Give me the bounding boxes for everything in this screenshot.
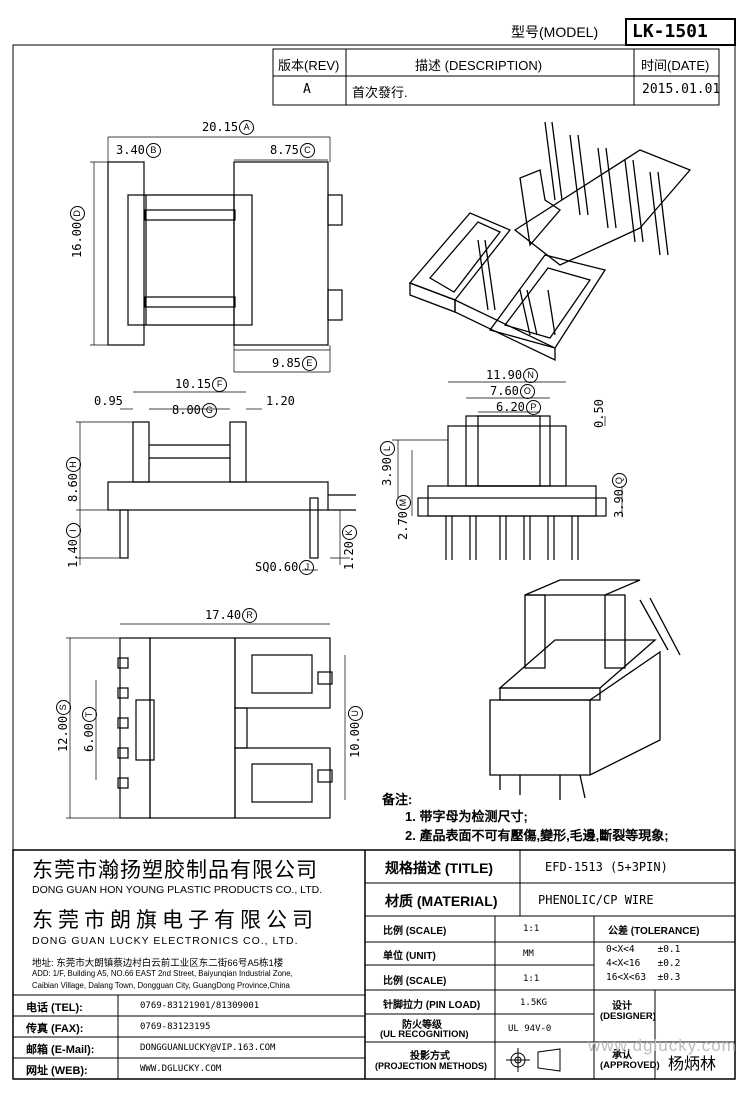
model-label: 型号(MODEL): [511, 24, 599, 40]
dim-label: 16.00D: [70, 205, 85, 258]
revision-table-frame: [272, 48, 720, 106]
material-label: 材质 (MATERIAL): [385, 893, 498, 909]
dim-label: 12.00S: [56, 699, 71, 752]
contact-value-fax: 0769-83123195: [140, 1022, 211, 1032]
rev-header: 版本(REV): [278, 58, 340, 73]
unit-value: MM: [523, 949, 534, 959]
address-cn: 地址: 东莞市大朗镇蔡边村白云前工业区东二街66号A5栋1楼: [32, 958, 284, 969]
dim-label: 0.95: [94, 394, 123, 408]
dim-label: 0.50: [592, 399, 606, 428]
contact-value-tel: 0769-83121901/81309001: [140, 1001, 260, 1011]
dim-label: 3.90L: [380, 441, 395, 486]
contact-label-tel: 电话 (TEL):: [26, 1002, 83, 1014]
scale-value: 1:1: [523, 974, 540, 984]
side-view: [107, 421, 356, 559]
contact-label-fax: 传真 (FAX):: [26, 1023, 84, 1035]
title-value: EFD-1513 (5+3PIN): [545, 860, 668, 874]
approved-label: 承认: [612, 1050, 632, 1061]
contact-value-web: WWW.DGLUCKY.COM: [140, 1064, 222, 1074]
tolerance-row: 4<X<16 ±0.2: [606, 958, 681, 969]
isometric-view-top: [408, 121, 692, 362]
scale-label: 比例 (SCALE): [383, 976, 447, 987]
front-view: [417, 415, 607, 560]
model-box: [625, 18, 736, 46]
contact-value-email: DONGGUANLUCKY@VIP.163.COM: [140, 1043, 276, 1053]
scale-value: 1:1: [523, 924, 540, 934]
bottom-view: [117, 637, 333, 819]
tolerance-row: 0<X<4 ±0.1: [606, 944, 681, 955]
dim-label: 6.00T: [82, 707, 97, 752]
watermark: www.dglucky.com: [588, 1036, 737, 1055]
model-number: LK-1501: [632, 21, 708, 42]
approved-label-en: (APPROVED): [600, 1060, 660, 1071]
material-value: PHENOLIC/CP WIRE: [538, 893, 654, 907]
dim-label: 2.70M: [396, 495, 411, 540]
tolerance-label: 公差 (TOLERANCE): [608, 926, 700, 937]
note-item: 1. 带字母为检测尺寸;: [405, 809, 528, 824]
address-en-1: ADD: 1/F, Building A5, NO.66 EAST 2nd St…: [32, 969, 293, 978]
dim-label: 3.90Q: [612, 473, 627, 518]
description-header: 描述 (DESCRIPTION): [415, 58, 543, 73]
contact-label-email: 邮箱 (E-Mail):: [26, 1044, 95, 1056]
company-name-en-1: DONG GUAN HON YOUNG PLASTIC PRODUCTS CO.…: [32, 884, 323, 896]
title-label: 规格描述 (TITLE): [385, 860, 494, 876]
company-name-cn-2: 东莞市朗旗电子有限公司: [32, 908, 318, 932]
pin-load-value: 1.5KG: [520, 998, 548, 1008]
description-value: 首次發行.: [352, 85, 408, 100]
isometric-view-bottom: [489, 579, 681, 800]
designer-label-en: (DESIGNER): [600, 1011, 656, 1022]
approved-signature: 杨炳林: [668, 1054, 717, 1073]
contact-label-web: 网址 (WEB):: [26, 1065, 88, 1077]
notes-title: 备注:: [382, 792, 413, 807]
ul-value: UL 94V-0: [508, 1024, 552, 1034]
dim-label: 10.00U: [348, 705, 363, 758]
rev-value: A: [303, 82, 311, 97]
date-value: 2015.01.01: [642, 82, 721, 97]
projection-label-en: (PROJECTION METHODS): [375, 1061, 488, 1071]
company-name-en-2: DONG GUAN LUCKY ELECTRONICS CO., LTD.: [32, 935, 299, 947]
top-view: [107, 161, 343, 346]
ul-label-en: (UL RECOGNITION): [380, 1029, 469, 1040]
designer-label: 设计: [612, 1001, 632, 1012]
scale-label: 比例 (SCALE): [383, 926, 447, 937]
pin-load-label: 针脚拉力 (PIN LOAD): [383, 1000, 481, 1011]
dim-label: 1.20K: [342, 525, 357, 570]
dim-label: 1.40I: [66, 523, 81, 568]
ul-label: 防火等级: [402, 1020, 442, 1031]
unit-label: 单位 (UNIT): [383, 951, 436, 962]
title-block: [12, 849, 736, 1080]
address-en-2: Caibian Village, Dalang Town, Dongguan C…: [32, 981, 290, 990]
dim-label: 8.60H: [66, 457, 81, 502]
projection-label: 投影方式: [410, 1051, 450, 1062]
note-item: 2. 產品表面不可有壓傷,變形,毛邊,斷裂等現象;: [405, 828, 669, 843]
dim-label: 1.20: [266, 394, 295, 408]
date-header: 时间(DATE): [641, 58, 710, 73]
company-name-cn-1: 东莞市瀚扬塑胶制品有限公司: [32, 858, 318, 882]
tolerance-row: 16<X<63 ±0.3: [606, 972, 681, 983]
